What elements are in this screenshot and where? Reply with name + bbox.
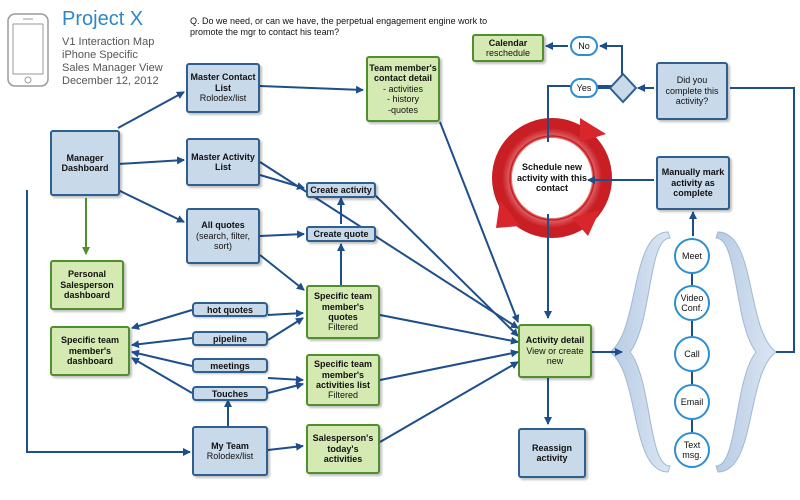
node-subtitle: - activities - history -quotes	[382, 83, 423, 115]
node-title: Manager Dashboard	[61, 152, 109, 173]
my-team-node[interactable]: My Team Rolodex/list	[192, 426, 268, 476]
did-you-complete-node[interactable]: Did you complete this activity?	[656, 62, 728, 120]
reassign-activity-node[interactable]: Reassign activity	[518, 428, 586, 478]
call-activity-circle[interactable]: Call	[674, 336, 710, 372]
todays-activities-node[interactable]: Salesperson's today's activities	[306, 424, 380, 474]
video-conf-activity-circle[interactable]: Video Conf.	[674, 285, 710, 321]
node-title: Master Activity List	[191, 151, 255, 172]
yes-option[interactable]: Yes	[570, 78, 598, 98]
node-subtitle: Did you complete this activity?	[665, 75, 719, 107]
node-title: Create quote	[313, 228, 369, 239]
design-question: Q. Do we need, or can we have, the perpe…	[190, 16, 488, 37]
team-member-contact-detail-node[interactable]: Team member's contact detail - activitie…	[366, 56, 440, 122]
phone-icon	[7, 13, 49, 87]
touches-pill[interactable]: Touches	[192, 386, 268, 401]
email-activity-circle[interactable]: Email	[674, 384, 710, 420]
pipeline-pill[interactable]: pipeline	[192, 331, 268, 346]
node-title: Activity detail	[525, 335, 585, 346]
node-title: Specific team member's activities list	[313, 359, 373, 390]
meet-activity-circle[interactable]: Meet	[674, 238, 710, 274]
node-subtitle: View or create new	[526, 345, 584, 367]
arrows	[26, 42, 795, 456]
subtitle-line: V1 Interaction Map	[62, 36, 155, 48]
member-activities-node[interactable]: Specific team member's activities list F…	[306, 354, 380, 406]
master-contact-list-node[interactable]: Master Contact List Rolodex/list	[186, 63, 260, 113]
node-subtitle: Rolodex/list	[206, 451, 254, 461]
activity-detail-node[interactable]: Activity detail View or create new	[518, 324, 592, 378]
project-title: Project X	[62, 8, 144, 30]
meetings-pill[interactable]: meetings	[192, 358, 268, 373]
node-subtitle: reschedule	[485, 48, 531, 58]
all-quotes-node[interactable]: All quotes (search, filter, sort)	[186, 208, 260, 264]
node-subtitle: (search, filter, sort)	[195, 230, 251, 252]
node-title: Specific team member's dashboard	[60, 335, 120, 367]
node-title: Create activity	[310, 184, 372, 195]
node-title: Calendar	[488, 37, 528, 48]
node-title: Master Contact List	[190, 72, 256, 93]
node-title: Salesperson's today's activities	[312, 433, 374, 465]
node-subtitle: Filtered	[327, 322, 358, 333]
node-title: All quotes	[201, 220, 245, 231]
no-option[interactable]: No	[570, 36, 598, 56]
create-quote-node[interactable]: Create quote	[306, 226, 376, 242]
manager-dashboard-node[interactable]: Manager Dashboard	[50, 130, 120, 196]
specific-member-dashboard-node[interactable]: Specific team member's dashboard	[50, 326, 130, 376]
node-title: Personal Salesperson dashboard	[60, 269, 114, 301]
node-title: Specific team member's quotes	[313, 291, 373, 322]
cycle-arrows-icon	[492, 118, 612, 238]
node-title: My Team	[211, 440, 249, 451]
node-title: Manually mark activity as complete	[661, 167, 725, 199]
hot-quotes-pill[interactable]: hot quotes	[192, 302, 268, 317]
subtitle-line: December 12, 2012	[62, 75, 159, 87]
node-subtitle: Rolodex/list	[199, 93, 247, 104]
schedule-new-activity-node[interactable]: Schedule new activity with this contact	[514, 156, 590, 200]
node-title: Team member's contact detail	[369, 63, 437, 84]
subtitle-line: iPhone Specific	[62, 49, 138, 61]
master-activity-list-node[interactable]: Master Activity List	[186, 138, 260, 186]
personal-salesperson-dashboard-node[interactable]: Personal Salesperson dashboard	[50, 260, 124, 310]
project-subtitle: V1 Interaction Map iPhone Specific Sales…	[62, 36, 163, 88]
decision-diamond	[608, 72, 638, 104]
manually-mark-complete-node[interactable]: Manually mark activity as complete	[656, 156, 730, 210]
create-activity-node[interactable]: Create activity	[306, 182, 376, 198]
node-subtitle: Filtered	[327, 390, 358, 401]
calendar-node[interactable]: Calendar reschedule	[472, 34, 544, 62]
node-title: Schedule new activity with this contact	[516, 162, 587, 194]
node-title: Reassign activity	[531, 442, 573, 463]
text-msg-activity-circle[interactable]: Text msg.	[674, 432, 710, 468]
member-quotes-node[interactable]: Specific team member's quotes Filtered	[306, 285, 380, 339]
subtitle-line: Sales Manager View	[62, 62, 163, 74]
